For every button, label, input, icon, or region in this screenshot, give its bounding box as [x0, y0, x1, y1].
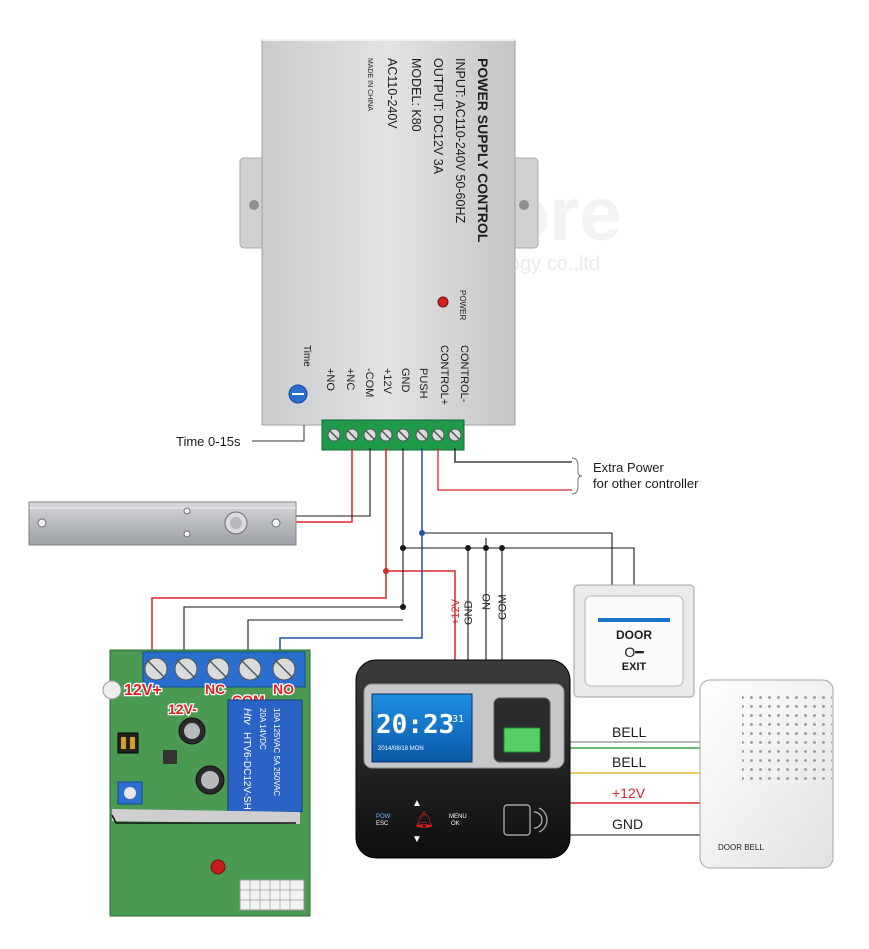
reader-screen: [371, 693, 473, 763]
exit-button-door: DOOR: [616, 628, 652, 642]
door-bell: DOOR BELL: [699, 679, 834, 869]
wire-relay-com: [247, 619, 403, 652]
wire-gnd-bus: [403, 547, 635, 585]
terminal-label: -COM: [363, 368, 375, 397]
relay-rating-1: 20A 14VDC: [258, 708, 267, 750]
reader-date: 2014/08/18 MON: [378, 746, 424, 752]
relay-module: 12V+ 12V- NC COM NO Htv HTV6-DC12V-SH 20…: [102, 649, 311, 917]
fingerprint-reader: 20:23 31 2014/08/18 MON POW ESC 🔔︎ MENU …: [355, 659, 571, 859]
time-range-text: Time 0-15s: [176, 434, 241, 449]
psu-terminal-block: [321, 419, 465, 451]
relay-label-nc: NC: [205, 681, 225, 697]
wire-lock-black: [296, 448, 371, 517]
bell-wire-label-1: BELL: [612, 724, 646, 740]
wire-push-exit: [422, 532, 613, 585]
reader-pow-button[interactable]: POW: [376, 814, 391, 820]
reader-ok-label: OK: [451, 821, 460, 827]
bell-wire-label-3: +12V: [612, 785, 646, 801]
door-exit-button[interactable]: DOOR O━ EXIT: [573, 584, 695, 698]
psu-made-in: MADE IN CHINA: [366, 58, 373, 111]
exit-button-exit: EXIT: [622, 661, 647, 673]
psu-title: POWER SUPPLY CONTROL: [475, 58, 491, 243]
extra-power-line2: for other controller: [593, 476, 699, 491]
bell-wire-label-4: GND: [612, 816, 643, 832]
relay-label-no: NO: [273, 681, 294, 697]
psu-output: OUTPUT: DC12V 3A: [431, 58, 445, 175]
power-led-label: POWER: [458, 290, 467, 320]
bell-wire-labels: BELL BELL +12V GND: [612, 724, 646, 832]
power-led: [437, 296, 449, 308]
wire-12v-trunk: [151, 448, 387, 652]
relay-label-12v-minus: 12V-: [168, 701, 197, 717]
terminal-label: GND: [399, 368, 411, 393]
lock-screw-icon: [183, 507, 191, 515]
relay-model: HTV6-DC12V-SH: [241, 732, 252, 810]
reader-seconds: 31: [452, 714, 464, 725]
terminal-labels: +NO +NC -COM +12V GND PUSH CONTROL+ CONTROL-: [324, 345, 470, 405]
reader-time: 20:23: [376, 710, 454, 740]
terminal-label: PUSH: [417, 368, 429, 399]
power-supply-unit: POWER SUPPLY CONTROL INPUT: AC110-240V 5…: [239, 39, 539, 426]
reader-wire-gnd: GND: [463, 601, 475, 626]
lock-screw-icon: [37, 518, 47, 528]
reader-wire-com: COM: [497, 594, 509, 620]
led-icon: [210, 859, 226, 875]
lock-screw-icon: [183, 530, 191, 538]
terminal-label: +12V: [381, 368, 393, 395]
reader-wire-labels: +12V GND NO COM: [450, 593, 509, 625]
electric-bolt-lock: [28, 501, 297, 546]
terminal-label: CONTROL-: [458, 345, 470, 403]
reader-arrow-down-icon[interactable]: ▼: [412, 834, 422, 845]
antenna-coil-icon: [111, 809, 301, 824]
terminal-label: +NO: [324, 368, 336, 391]
wire-lock-red: [296, 448, 353, 523]
psu-voltage: AC110-240V: [385, 58, 399, 129]
wires: [151, 448, 700, 836]
wire-gnd-trunk: [183, 448, 404, 652]
speaker-grille-icon: [742, 690, 832, 780]
psu-model: MODEL: K80: [409, 58, 423, 132]
reader-wire-12v: +12V: [450, 598, 462, 625]
relay-rating-2: 10A 125VAC 5A 250VAC: [272, 708, 281, 796]
time-range-annotation: Time 0-15s: [176, 425, 305, 449]
extra-power-line1: Extra Power: [593, 460, 664, 475]
reader-bell-icon[interactable]: 🔔︎: [414, 811, 434, 829]
reader-esc-label: ESC: [376, 821, 389, 827]
reader-arrow-up-icon[interactable]: ▲: [412, 798, 422, 809]
extra-power-annotation: Extra Power for other controller: [437, 448, 699, 495]
terminal-label: CONTROL+: [438, 345, 450, 405]
reader-wire-no: NO: [481, 593, 493, 610]
terminal-label: +NC: [344, 368, 356, 390]
reader-menu-button[interactable]: MENU: [449, 814, 467, 820]
lock-screw-icon: [271, 518, 281, 528]
door-bell-label: DOOR BELL: [718, 843, 764, 852]
key-icon: O━: [624, 644, 644, 660]
bell-wire-label-2: BELL: [612, 754, 646, 770]
rfid-card-icon: [503, 804, 548, 836]
psu-label-block: POWER SUPPLY CONTROL INPUT: AC110-240V 5…: [366, 58, 491, 243]
relay-label-12v-plus: 12V+: [124, 682, 162, 699]
relay-brand: Htv: [241, 708, 253, 726]
time-knob-label: Time: [301, 345, 312, 367]
wire-12v-reader: [386, 570, 456, 660]
psu-input: INPUT: AC110-240V 50-60HZ: [453, 58, 467, 223]
wire-push: [279, 448, 423, 652]
